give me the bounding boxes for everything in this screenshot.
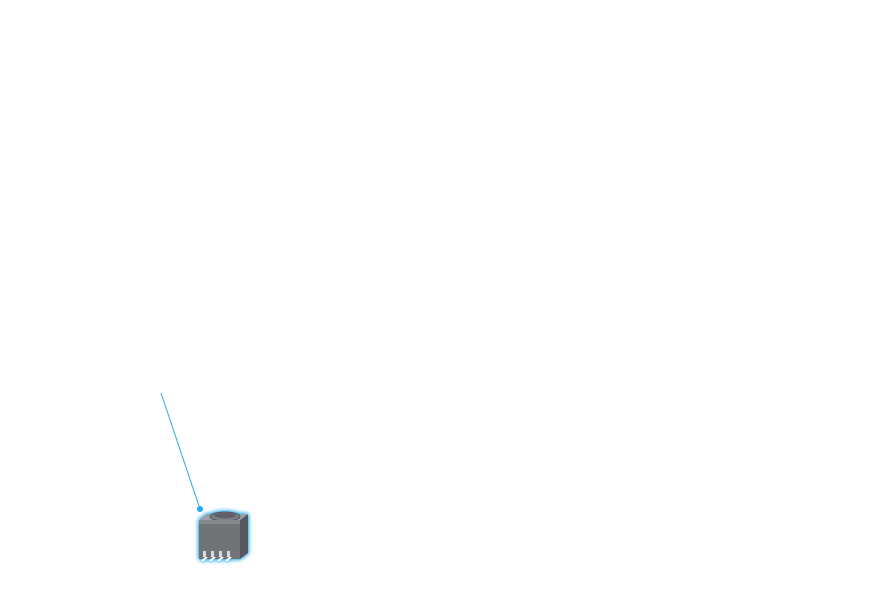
connector-line[interactable] <box>160 392 203 512</box>
chip-pins <box>201 551 232 561</box>
connector-path[interactable] <box>160 392 201 510</box>
connector-endpoint-handle[interactable] <box>197 506 203 512</box>
ic-chip-component-icon[interactable] <box>199 511 248 561</box>
